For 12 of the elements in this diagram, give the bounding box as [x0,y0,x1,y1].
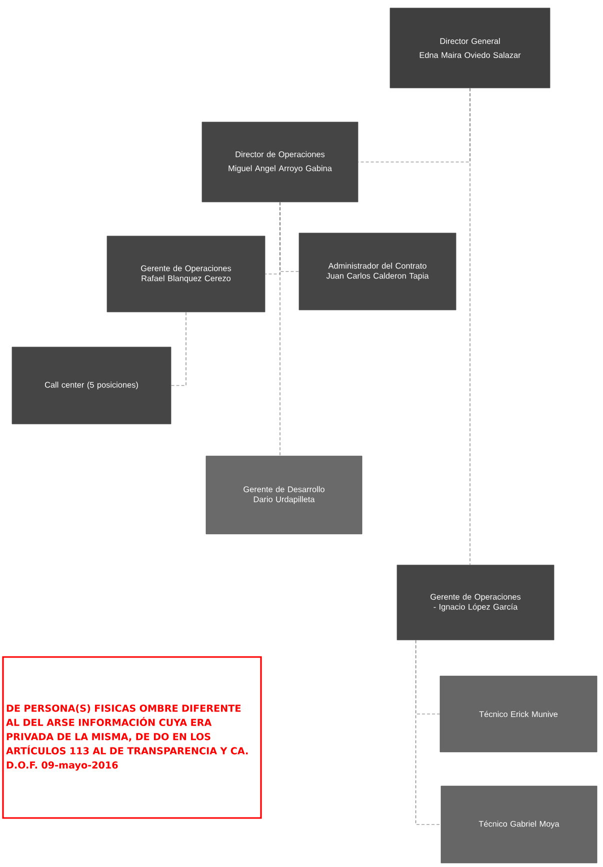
connector-line [170,312,186,386]
org-box: Gerente de Operaciones - Ignacio López García [396,564,554,640]
org-box: Técnico Erick Munive [440,676,598,752]
disclaimer-box: DE PERSONA(S) FISICAS OMBRE DIFERENTE AL DEL ARSE INFORMACIÓN CUYA ERA PRIVADA DE LA MISMA, DE DO EN LOS ARTÍCULOS 113 AL DE TRANSPARENCIA Y CA. D.O.F. 09-mayo-2016 [2,656,262,819]
org-box: Administrador del Contrato Juan Carlos Calderon Tapia [298,232,456,310]
org-box: Director de Operaciones Miguel Angel Arroyo Gabina [202,122,358,202]
org-box: Técnico Gabriel Moya [440,786,598,864]
org-box: Director General Edna Maira Oviedo Salazar [390,8,550,88]
connector-line [416,640,442,825]
org-box: Gerente de Operaciones Rafael Blanquez Cerezo [106,236,266,312]
org-box: Gerente de Desarrollo Dario Urdapilleta [206,456,362,534]
org-box: Call center (5 posiciones) [12,346,172,424]
